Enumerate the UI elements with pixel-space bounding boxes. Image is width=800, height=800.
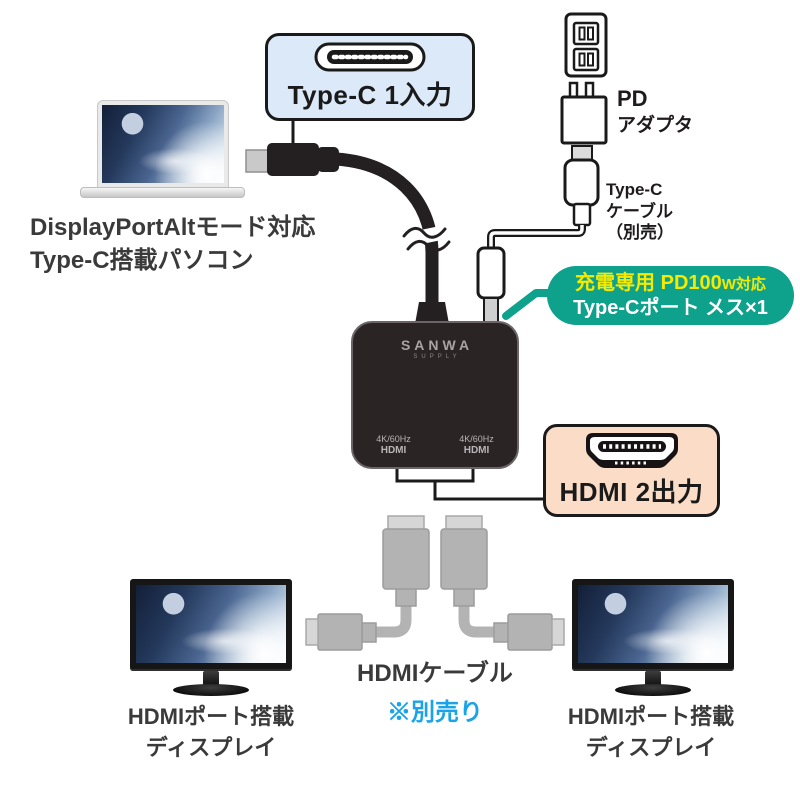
monitor-right-illustration [572,579,734,696]
hdmi-output-box: HDMI 2出力 [543,424,720,517]
callout-line1-seg2: PD100 [660,272,722,295]
callout-leader-line [502,289,556,320]
monitor-right-caption: HDMIポート搭載 ディスプレイ [526,701,776,763]
hub-port-right-type: HDMI [463,445,490,456]
typec-cable-icon [476,145,600,323]
hub-captive-cable [329,152,462,324]
pd-label-line2: アダプタ [617,115,694,136]
pd-label-line1: PD [617,86,648,111]
hub-port-right-speed: 4K/60Hz [459,434,494,444]
monitor-left-illustration [130,579,292,696]
laptop-caption: DisplayPortAltモード対応 Type-C搭載パソコン [30,211,315,277]
monitor-right-screen [572,579,734,671]
laptop-caption-line1: DisplayPortAltモード対応 [30,214,316,241]
callout-line1: 充電専用 PD100W対応 [575,271,766,295]
hdmi-cable-label: HDMIケーブル [357,660,513,687]
charge-port-callout: 充電専用 PD100W対応 Type-Cポート メス×1 [547,266,794,325]
hdmi-cable-right-icon [440,515,565,651]
hub-brand-logo: SANWA SUPPLY [352,337,518,360]
callout-line1-seg1: 充電専用 [575,272,661,295]
cable-break-mark [400,222,462,252]
laptop-illustration [80,100,245,198]
hdmi-cable-left-icon [305,515,430,651]
typec-cable-label-line2: ケーブル [606,201,673,221]
hub-brand-name: SANWA [400,337,474,353]
laptop-screen [97,100,229,188]
callout-line2: Type-Cポート メス×1 [573,296,768,319]
pd-adapter-icon [560,81,608,145]
hub-port-left-type: HDMI [380,445,407,456]
hdmi-cable-note: ※別売り [387,699,483,726]
wall-outlet-icon [564,12,608,78]
monitor-left-caption: HDMIポート搭載 ディスプレイ [86,701,336,763]
monitor-right-caption-line2: ディスプレイ [585,735,717,760]
hdmi-cable-caption: HDMIケーブル ※別売り [335,653,535,727]
hub-port-left-label: 4K/60Hz HDMI [352,434,435,456]
monitor-left-caption-line1: HDMIポート搭載 [127,704,295,729]
laptop-base [80,187,245,198]
typec-cable-label: Type-C ケーブル （別売） [606,179,674,244]
hub-port-labels: 4K/60Hz HDMI 4K/60Hz HDMI [352,434,518,456]
monitor-left-screen [130,579,292,671]
pd-adapter-label: PD アダプタ [617,85,693,139]
laptop-caption-line2: Type-C搭載パソコン [30,247,254,274]
hub-brand-sub: SUPPLY [413,354,461,360]
typec-cable-label-line1: Type-C [606,180,663,199]
hdmi-connector-icon [585,433,678,468]
typec-port-connector-icon [476,246,506,300]
hub-port-left-speed: 4K/60Hz [376,434,411,444]
hdmi-output-label: HDMI 2出力 [559,477,704,507]
hub-port-right-label: 4K/60Hz HDMI [435,434,518,456]
monitor-left-stand [203,671,219,686]
monitor-right-stand [645,671,661,686]
callout-line1-seg3: W対応 [721,276,766,294]
monitor-right-base [615,684,691,696]
monitor-right-caption-line1: HDMIポート搭載 [567,704,735,729]
hdmi-output-bracket-line [395,466,546,501]
usb-c-connector-icon [314,42,426,72]
usb-c-hub-device [351,321,519,469]
monitor-left-base [173,684,249,696]
monitor-left-caption-line2: ディスプレイ [145,735,277,760]
typec-input-box: Type-C 1入力 [265,33,475,121]
usb-c-plug-icon [245,143,339,176]
typec-cable-label-line3: （別売） [606,223,674,242]
typec-input-label: Type-C 1入力 [287,80,453,110]
